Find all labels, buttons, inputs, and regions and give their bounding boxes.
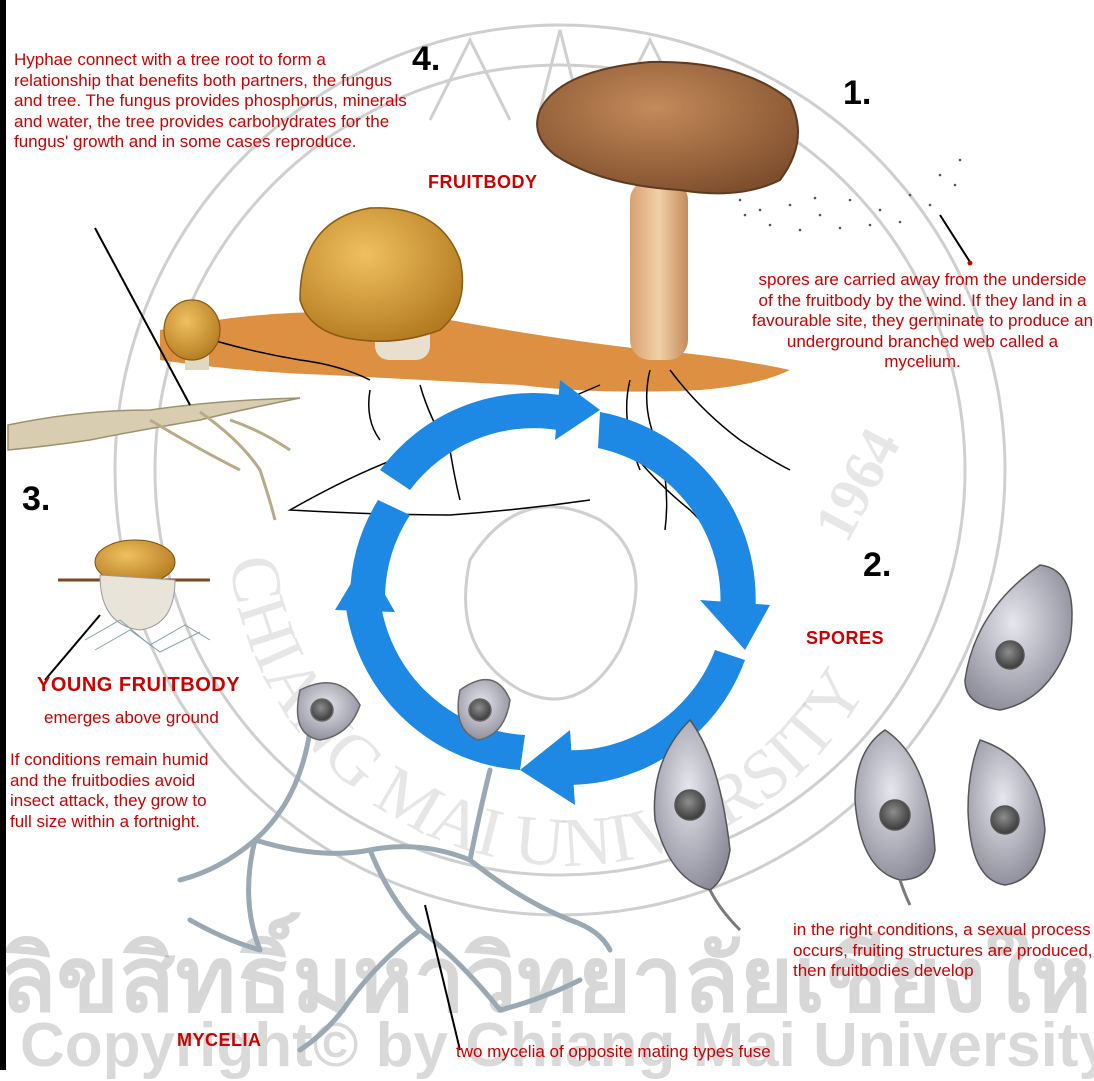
left-border [0,0,6,1070]
humid-description: If conditions remain humid and the fruit… [10,750,220,832]
fruitbody-label: FRUITBODY [428,172,538,193]
cycle-arrow [335,380,770,805]
soil-crust [160,312,790,392]
step-4-number: 4. [412,42,440,76]
small-fruitbody-cap [164,300,220,360]
spore-cells [654,565,1072,930]
mycelia-label: MYCELIA [177,1030,262,1051]
cycle-arrowhead-bottom [520,730,575,805]
cycle-arrow-left-upper [350,500,410,595]
hyphae-description: Hyphae connect with a tree root to form … [14,50,414,153]
cycle-arrow-top-left [380,393,560,490]
spore-2-nucleus [880,800,910,830]
young-pointer [45,615,100,680]
fuse-pointer [425,905,460,1050]
spore-3-nucleus [991,806,1019,834]
step-3-number: 3. [22,482,50,516]
cycle-arrow-bottom [560,650,745,785]
cycle-arrow-right [598,412,756,615]
step-1-number: 1. [843,76,871,110]
root-branches [150,412,290,520]
fruitbody-cap [537,62,798,193]
spores-pointer [940,215,970,262]
emerges-text: emerges above ground [44,708,219,729]
fruitbody-stem [630,180,688,360]
spores-label: SPORES [806,628,884,649]
step-2-number: 2. [863,548,891,582]
medium-fruitbody-cap [300,208,463,341]
fuse-description: two mycelia of opposite mating types fus… [456,1042,771,1063]
spores-description: spores are carried away from the undersi… [750,270,1094,373]
spores-pointer-dot [968,261,973,266]
young-fruitbody-label: YOUNG FRUITBODY [37,674,240,697]
sexual-process-description: in the right conditions, a sexual proces… [793,920,1093,982]
spore-1 [965,565,1072,710]
spore-4-nucleus [675,790,705,820]
young-fruitbody-base [100,575,175,630]
cycle-arrowhead-right [700,600,770,650]
spore-1-nucleus [996,641,1024,669]
